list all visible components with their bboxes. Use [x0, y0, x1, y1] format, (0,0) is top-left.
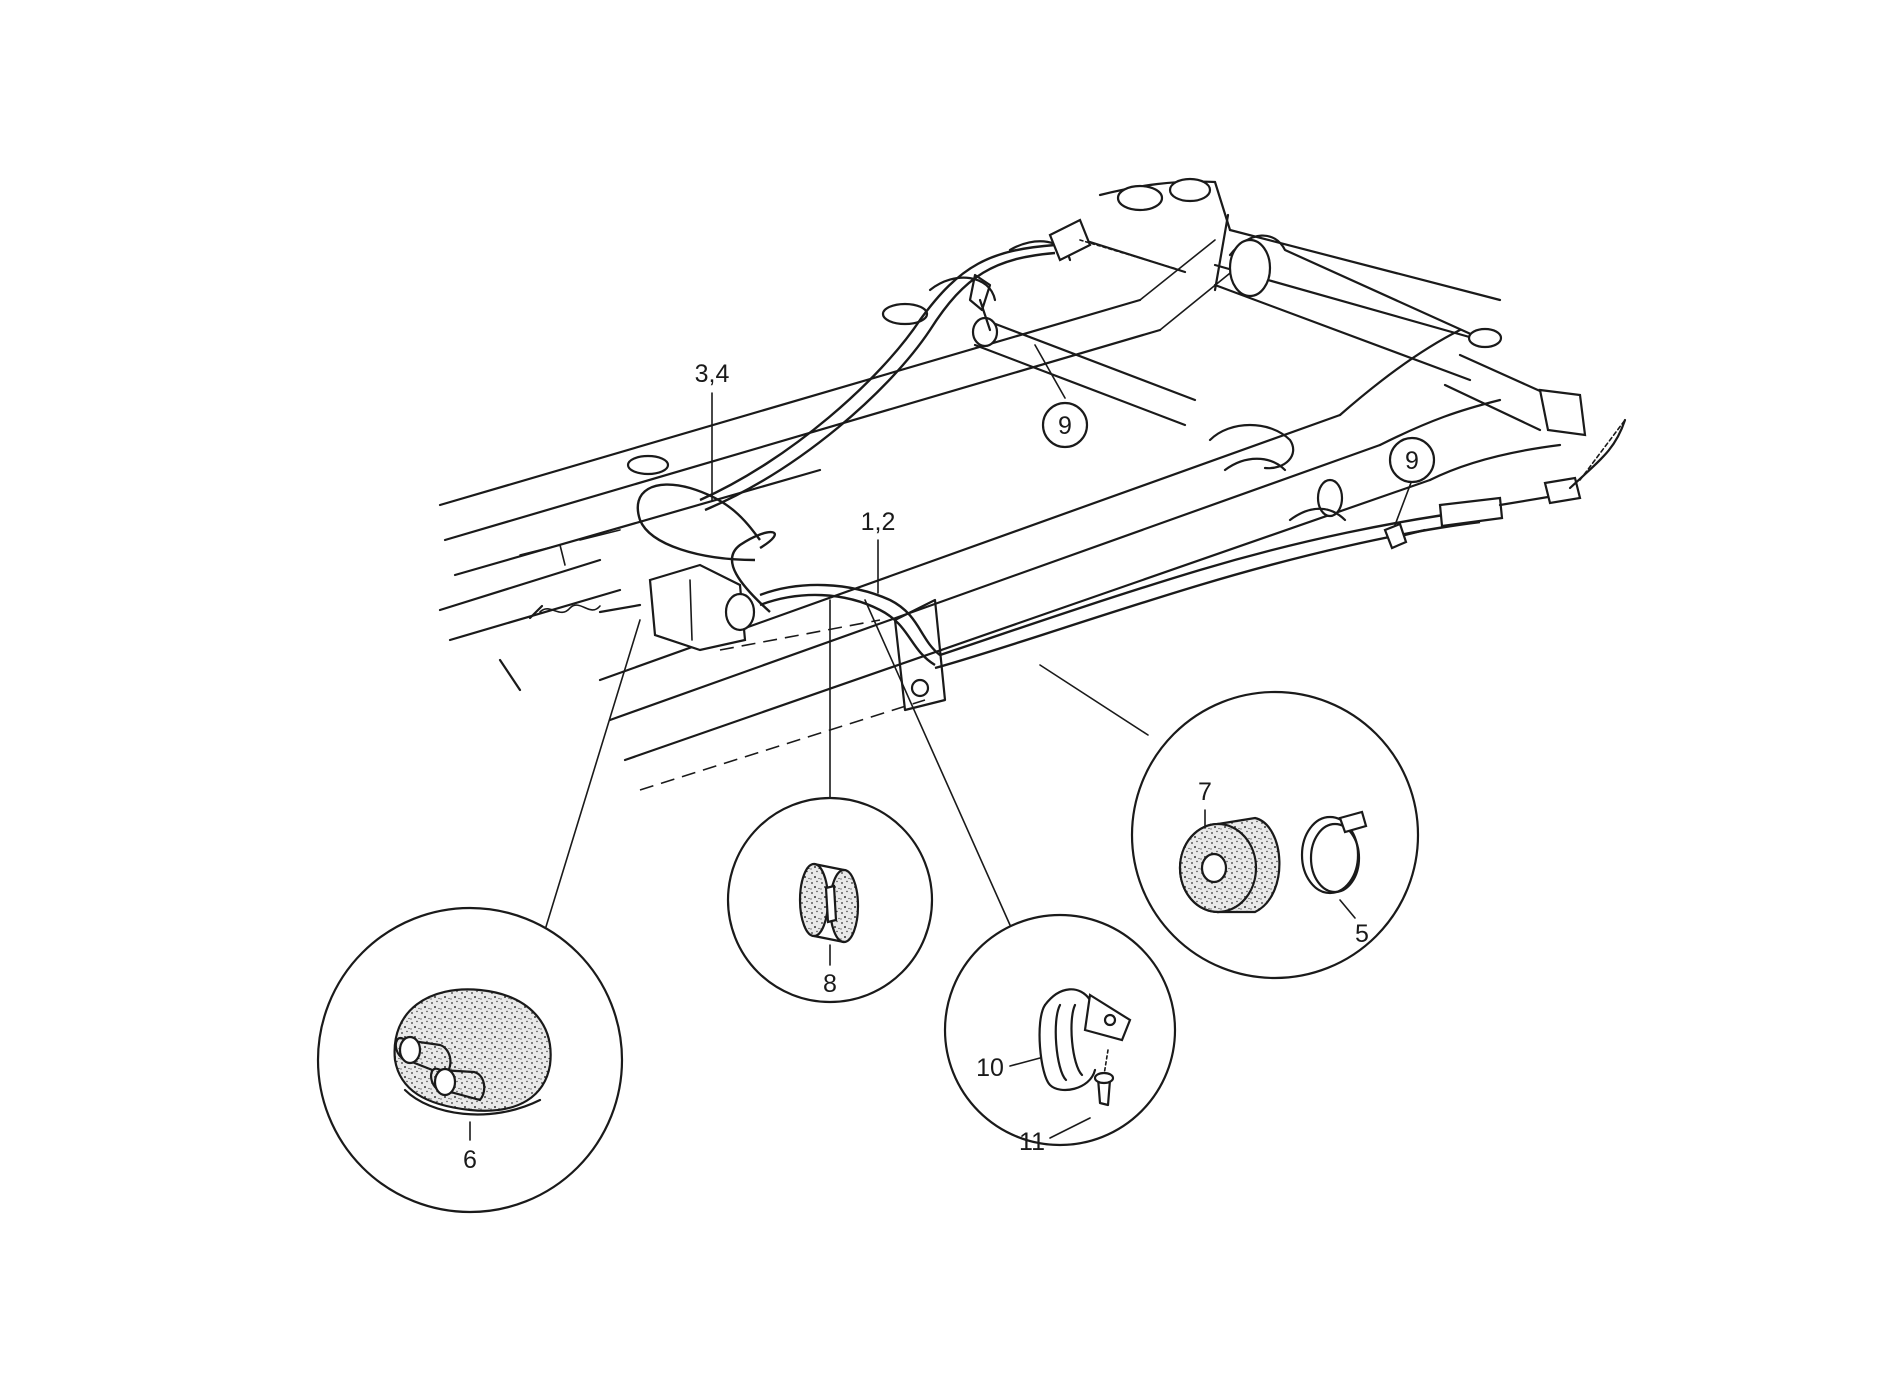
label-cable-front: 3,4 [695, 360, 730, 388]
chassis-frame [438, 177, 1587, 791]
detail-circle-clip [943, 913, 1177, 1147]
detail-circle-small-grommet [726, 796, 934, 1004]
label-grommet-small: 8 [823, 970, 837, 998]
label-bolt-upper: 9 [1058, 412, 1072, 440]
callout-labels: 3,4 1,2 9 9 7 5 8 6 10 11 [463, 360, 1436, 1174]
label-screw: 11 [1019, 1128, 1045, 1156]
label-cable-rear: 1,2 [861, 508, 896, 536]
label-cable-guide-double: 6 [463, 1146, 477, 1174]
handbrake-cable-assembly [528, 218, 1627, 670]
label-clip: 10 [976, 1054, 1004, 1082]
detail-circle-grommet-clamp [1130, 690, 1420, 980]
detail-circle-cable-guide [316, 906, 624, 1214]
label-bolt-right: 9 [1405, 447, 1419, 475]
leader-lines [544, 344, 1413, 931]
label-hose-clamp: 5 [1355, 920, 1369, 948]
circled-label-bolt-right: 9 [1388, 436, 1436, 484]
circled-label-bolt-upper: 9 [1041, 401, 1089, 449]
label-grommet-round: 7 [1198, 778, 1212, 806]
